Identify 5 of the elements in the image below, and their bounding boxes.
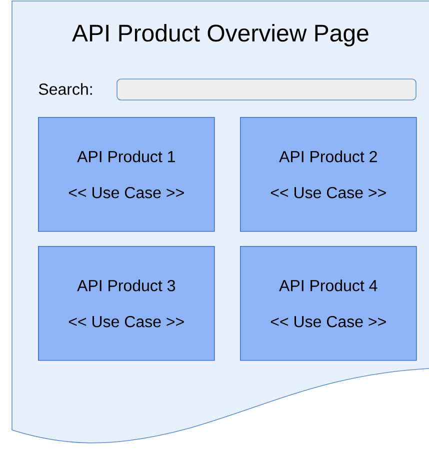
product-box: API Product 3 << Use Case >>: [38, 246, 215, 361]
product-box: API Product 1 << Use Case >>: [38, 117, 215, 232]
product-box: API Product 4 << Use Case >>: [240, 246, 417, 361]
search-label: Search:: [38, 83, 92, 95]
product-box: API Product 2 << Use Case >>: [240, 117, 417, 232]
